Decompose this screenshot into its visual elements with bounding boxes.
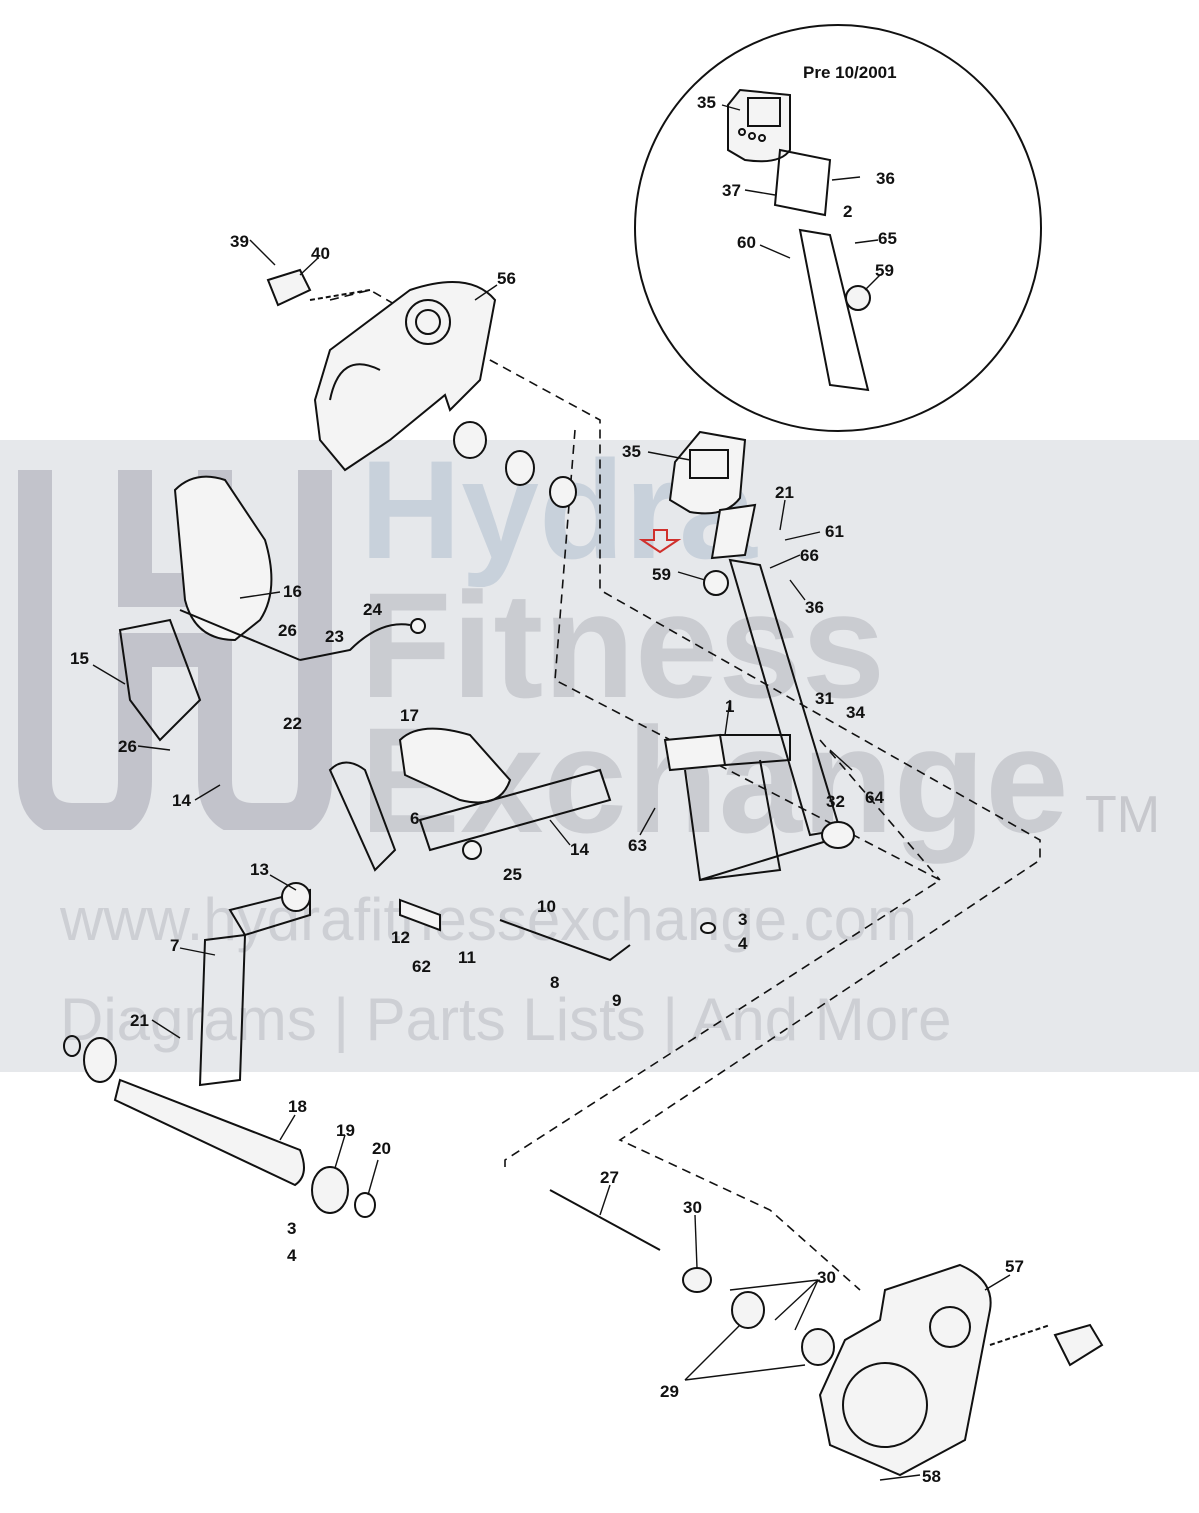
callout-40: 40 (311, 244, 330, 263)
callout-26-lower: 26 (118, 737, 137, 756)
callout-3-right: 3 (738, 910, 747, 929)
adjustment-rod (399, 898, 631, 962)
inset-console (727, 88, 791, 163)
inset-detail: Pre 10/2001 (634, 24, 1042, 432)
right-cover (818, 1263, 1104, 1477)
marker-arrow-icon (638, 529, 682, 554)
callout-16: 16 (283, 582, 302, 601)
callout-63: 63 (628, 836, 647, 855)
callout-37: 37 (722, 181, 741, 200)
callout-39: 39 (230, 232, 249, 251)
inset-title: Pre 10/2001 (803, 63, 897, 82)
watermark-url: www.hydrafitnessexchange.com (60, 886, 918, 953)
watermark-fitness: Fitness (360, 561, 886, 729)
callout-labels: 35 36 37 2 60 65 59 39 40 56 35 21 61 66… (70, 93, 1024, 1486)
callout-35-inset: 35 (697, 93, 716, 112)
callout-11: 11 (458, 948, 476, 967)
callout-26-upper: 26 (278, 621, 297, 640)
callout-57: 57 (1005, 1257, 1024, 1276)
callout-22: 22 (283, 714, 302, 733)
callout-36-inset: 36 (876, 169, 895, 188)
callout-9: 9 (612, 991, 621, 1010)
callout-10: 10 (537, 897, 556, 916)
callout-7: 7 (170, 936, 179, 955)
callout-1: 1 (725, 697, 734, 716)
callout-58: 58 (922, 1467, 941, 1486)
callout-14-left: 14 (172, 791, 191, 810)
callout-15: 15 (70, 649, 89, 668)
callout-29: 29 (660, 1382, 679, 1401)
drive-hub (453, 421, 577, 508)
callout-13: 13 (250, 860, 269, 879)
callout-19: 19 (336, 1121, 355, 1140)
callout-27: 27 (600, 1168, 619, 1187)
inset-knob (845, 285, 871, 311)
callout-21-upper: 21 (775, 483, 794, 502)
rear-stabilizer (63, 882, 376, 1218)
inset-upright (798, 228, 870, 392)
front-axle (549, 1189, 835, 1366)
callout-14-right: 14 (570, 840, 589, 859)
callout-59: 59 (652, 565, 671, 584)
callout-34: 34 (846, 703, 865, 722)
callout-6: 6 (410, 809, 419, 828)
callout-64: 64 (865, 788, 884, 807)
callout-30-lower: 30 (817, 1268, 836, 1287)
callout-59-inset: 59 (875, 261, 894, 280)
callout-61: 61 (825, 522, 844, 541)
callout-8: 8 (550, 973, 559, 992)
callout-31: 31 (815, 689, 834, 708)
leader-lines (92, 239, 1011, 1481)
callout-21-lower: 21 (130, 1011, 149, 1030)
callout-12: 12 (391, 928, 410, 947)
callout-35: 35 (622, 442, 641, 461)
callout-56: 56 (497, 269, 516, 288)
callout-32: 32 (826, 792, 845, 811)
callout-18: 18 (288, 1097, 307, 1116)
watermark-trademark: TM (1085, 786, 1161, 844)
callout-65: 65 (878, 229, 897, 248)
callout-23: 23 (325, 627, 344, 646)
watermark-tagline: Diagrams | Parts Lists | And More (60, 986, 952, 1053)
main-frame (663, 430, 855, 934)
callout-3-left: 3 (287, 1219, 296, 1238)
inset-bracket (773, 148, 832, 217)
callout-25: 25 (503, 865, 522, 884)
callout-60: 60 (737, 233, 756, 252)
seat (328, 727, 612, 872)
callout-30-upper: 30 (683, 1198, 702, 1217)
callout-36: 36 (805, 598, 824, 617)
callout-17: 17 (400, 706, 419, 725)
callout-20: 20 (372, 1139, 391, 1158)
callout-4-right: 4 (738, 934, 748, 953)
callout-24: 24 (363, 600, 382, 619)
callout-4-left: 4 (287, 1246, 297, 1265)
callout-62: 62 (412, 957, 431, 976)
callout-66: 66 (800, 546, 819, 565)
left-pedal (266, 268, 371, 307)
callout-2: 2 (843, 202, 852, 221)
